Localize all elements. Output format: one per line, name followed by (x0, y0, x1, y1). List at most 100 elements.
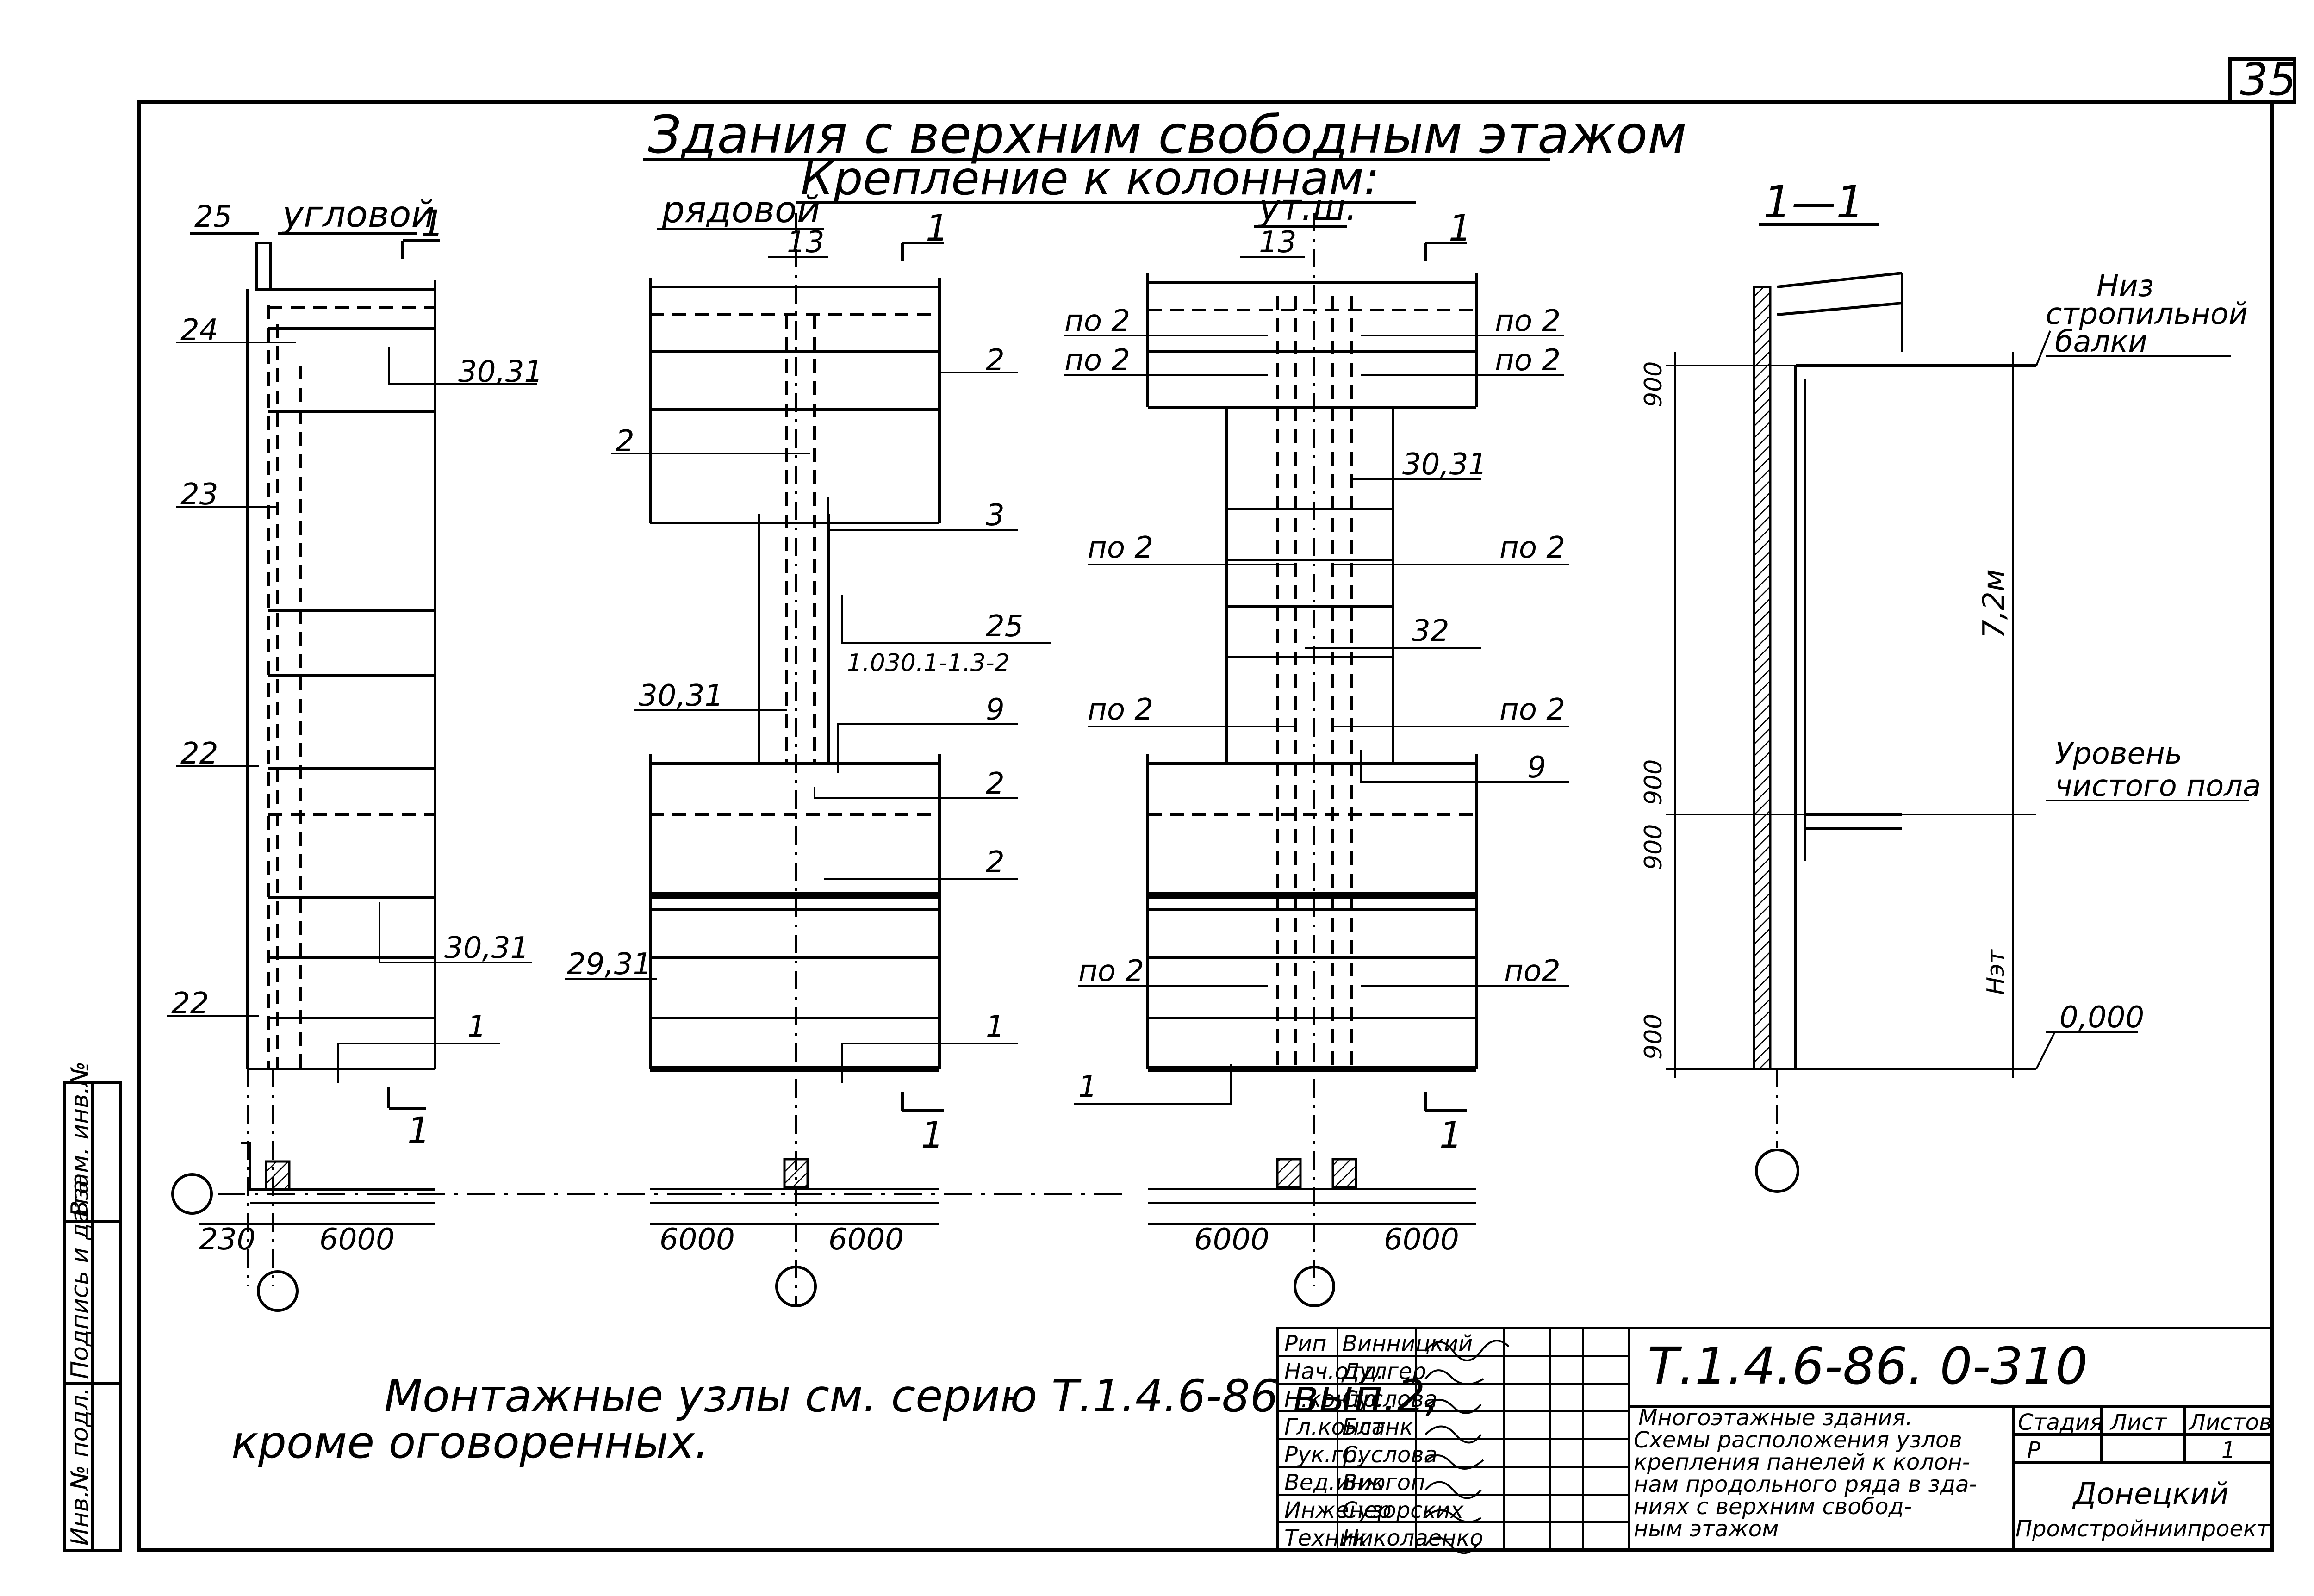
corner-label-22-b: 22 (171, 987, 209, 1021)
sheet-frame: 35 (137, 54, 2296, 1552)
tb-name-1: Дулгер (1341, 1359, 1426, 1385)
note-line-1: Монтажные узлы см. серию Т.1.4.6-86 вып.… (384, 1370, 1439, 1422)
row-label-2-c: 2 (986, 767, 1005, 801)
tb-sheet-header: Лист (2109, 1410, 2168, 1435)
tb-name-3: Бланк (1342, 1414, 1413, 1440)
corner-label-30-31-a: 30,31 (458, 355, 543, 389)
note-line-2: кроме оговоренных. (231, 1416, 709, 1468)
tb-desc-1: Схемы расположения узлов (1634, 1427, 1962, 1453)
expansion-label-po2-r4: по2 (1504, 954, 1561, 988)
expansion-label-po2-mr: по 2 (1495, 343, 1561, 378)
tb-role-3: Гл.конст. (1284, 1414, 1392, 1440)
section-dim-hs: Hэт (1982, 949, 2010, 995)
section-title: 1—1 (1763, 176, 1864, 228)
expansion-label-po2-l3: по 2 (1088, 693, 1153, 727)
title-line-2: Крепление к колоннам: (801, 151, 1380, 205)
row-label-3: 3 (986, 498, 1005, 533)
expansion-dim-6000-a: 6000 (1194, 1223, 1269, 1257)
tb-role-7: Техник (1284, 1525, 1367, 1551)
expansion-dim-6000-b: 6000 (1384, 1223, 1459, 1257)
corner-section-mark: 1 (421, 203, 444, 245)
section-dim-900-d: 900 (1640, 1014, 1667, 1060)
section-dim-7200: 7,2м (1977, 569, 2011, 639)
tb-name-0: Винницкий (1342, 1331, 1473, 1357)
row-label-2-d: 2 (986, 845, 1005, 880)
row-section-mark-bottom: 1 (921, 1115, 944, 1156)
tb-role-6: Инженер (1284, 1497, 1391, 1523)
expansion-label-po2-l4: по 2 (1078, 954, 1144, 988)
row-dim-6000-a: 6000 (659, 1223, 735, 1257)
expansion-joint-view: ут.ш. 1 13 по 2 по 2 (1064, 187, 1569, 1307)
section-label-zero: 0,000 (2059, 1000, 2144, 1035)
sheet-number: 35 (2240, 54, 2296, 106)
corner-label-22-a: 22 (180, 737, 218, 771)
corner-view-title: угловой (281, 194, 435, 236)
section-label-beam-3: балки (2055, 325, 2147, 359)
tb-role-2: Н.контр. (1284, 1386, 1384, 1412)
expansion-label-po2-r2: по 2 (1499, 531, 1565, 565)
section-label-level-1: Уровень (2055, 737, 2182, 771)
corner-label-24: 24 (180, 313, 218, 348)
expansion-label-30-31: 30,31 (1402, 447, 1487, 482)
tb-code: Т.1.4.6-86. 0-310 (1648, 1336, 2088, 1396)
corner-label-30-31-b: 30,31 (444, 931, 529, 965)
row-label-30-31: 30,31 (639, 679, 723, 713)
title-line-1: Здания с верхним свободным этажом (648, 105, 1687, 165)
expansion-label-13: 13 (1259, 225, 1296, 260)
expansion-label-po2-r3: по 2 (1499, 693, 1565, 727)
corner-label-23: 23 (180, 478, 218, 512)
corner-label-1: 1 (467, 1010, 486, 1044)
tb-role-1: Нач.отд. (1284, 1359, 1384, 1385)
section-1-1: 1—1 Низ стропильной балки Уровень чистог… (1640, 176, 2261, 1193)
row-view: рядовой 1 13 2 2 3 25 (565, 189, 1129, 1307)
row-label-13: 13 (787, 225, 824, 260)
section-label-level-2: чистого пола (2055, 769, 2261, 803)
section-label-beam-1: Низ (2096, 269, 2154, 304)
side-stamp-sign: Подпись и дата (66, 1180, 94, 1379)
tb-role-5: Вед.инж. (1284, 1470, 1392, 1496)
corner-dim-6000: 6000 (319, 1223, 395, 1257)
row-label-1: 1 (986, 1010, 1005, 1044)
tb-name-7: Николаенко (1342, 1525, 1483, 1551)
tb-org-1: Промстройниипроект (2015, 1516, 2270, 1542)
expansion-view-title: ут.ш. (1258, 187, 1357, 229)
expansion-label-9: 9 (1527, 751, 1546, 785)
section-dim-900-a: 900 (1640, 361, 1667, 407)
section-dim-900-c: 900 (1640, 824, 1667, 870)
corner-view: угловой 25 1 24 30,31 23 2 (167, 194, 694, 1312)
expansion-section-mark-bottom: 1 (1439, 1115, 1462, 1156)
tb-name-2: Суслова (1342, 1386, 1437, 1412)
tb-desc-5: ным этажом (1634, 1516, 1779, 1542)
tb-role-4: Рук.гр. (1284, 1442, 1364, 1468)
section-dim-900-b: 900 (1640, 759, 1667, 805)
tb-sheets-header: Листов (2188, 1410, 2272, 1435)
drawing-title: Здания с верхним свободным этажом Крепле… (643, 105, 1687, 205)
expansion-label-32: 32 (1412, 614, 1449, 648)
row-label-25-ref: 1.030.1-1.3-2 (847, 649, 1010, 677)
row-label-2-b: 2 (616, 424, 634, 459)
expansion-label-po2-tl: по 2 (1064, 304, 1130, 338)
tb-desc-2: крепления панелей к колон- (1634, 1449, 1970, 1475)
row-label-25: 25 (986, 609, 1023, 644)
tb-name-4: Суслова (1342, 1442, 1437, 1468)
signatures (1424, 1340, 1510, 1554)
corner-label-25: 25 (194, 200, 232, 234)
row-dim-6000-b: 6000 (828, 1223, 904, 1257)
tb-desc-4: ниях с верхним свобод- (1634, 1494, 1912, 1520)
row-label-9: 9 (986, 693, 1005, 727)
row-label-2-a: 2 (986, 343, 1005, 378)
row-label-29-31: 29,31 (567, 947, 652, 981)
side-stamp: Инв.№ подл. Подпись и дата Взам. инв.№ (63, 1061, 122, 1552)
tb-name-5: Виогоп (1342, 1470, 1425, 1496)
tb-desc-3: нам продольного ряда в зда- (1634, 1472, 1977, 1497)
expansion-label-po2-l2: по 2 (1088, 531, 1153, 565)
row-view-title: рядовой (661, 189, 820, 231)
expansion-label-po2-ml: по 2 (1064, 343, 1130, 378)
corner-section-mark-bottom: 1 (407, 1110, 430, 1152)
tb-sheets: 1 (2221, 1437, 2236, 1463)
expansion-label-1: 1 (1078, 1070, 1097, 1104)
expansion-label-po2-tr: по 2 (1495, 304, 1561, 338)
corner-dim-230: 230 (199, 1223, 255, 1257)
tb-role-0: Рип (1284, 1331, 1327, 1357)
